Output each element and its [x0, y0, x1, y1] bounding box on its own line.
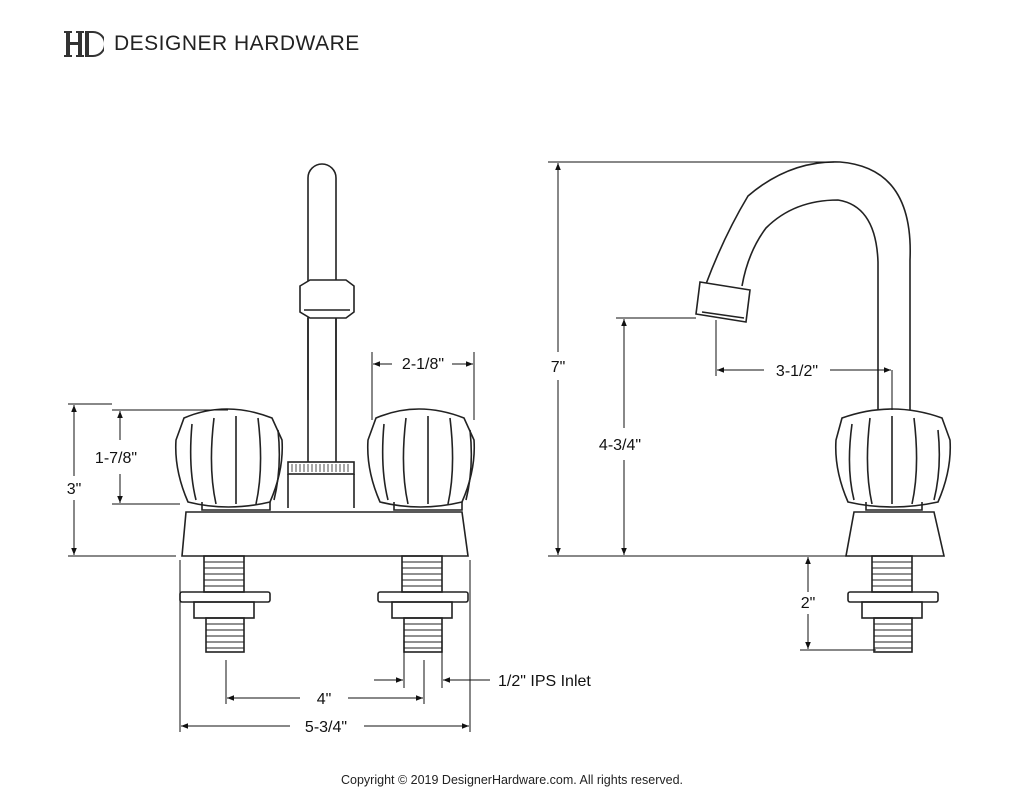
brand-name: DESIGNER HARDWARE: [114, 32, 360, 55]
side-dimension-labels: 7" 4-3/4" 3-1/2" 2": [551, 359, 818, 612]
dim-label-center-spread: 4": [317, 691, 332, 708]
side-spout-outer: [705, 161, 911, 410]
side-spout-inner: [741, 199, 879, 410]
front-base-plate: [181, 511, 469, 557]
front-spout-tube: [307, 163, 337, 400]
front-aerator: [299, 279, 355, 319]
side-aerator: [695, 281, 751, 323]
dh-monogram-logo: [64, 31, 104, 57]
front-dimension-labels: 2-1/8" 1-7/8" 3" 4" 5-3/4" 1/2" IPS Inle…: [67, 356, 592, 736]
dim-label-shank-length: 2": [801, 595, 816, 612]
side-view-faucet: [695, 161, 952, 653]
side-shank: [847, 555, 939, 653]
dim-label-handle-height: 1-7/8": [95, 450, 137, 467]
front-right-handle: [366, 408, 476, 511]
side-base-body: [845, 511, 946, 557]
dim-label-spout-height: 4-3/4": [599, 437, 641, 454]
front-knurled-collar: [287, 461, 355, 475]
dim-label-base-height: 3": [67, 481, 82, 498]
dim-label-handle-spacing: 2-1/8": [402, 356, 444, 373]
front-left-shank: [179, 555, 271, 653]
front-right-shank: [377, 555, 469, 653]
dim-label-spout-reach: 3-1/2": [776, 363, 818, 380]
dim-extension-2-1-8: [371, 352, 475, 420]
copyright-footer: Copyright © 2019 DesignerHardware.com. A…: [341, 773, 683, 787]
dim-label-total-height: 7": [551, 359, 566, 376]
dim-label-inlet: 1/2" IPS Inlet: [498, 673, 591, 690]
brand-header: DESIGNER HARDWARE: [64, 26, 360, 62]
dim-label-overall-width: 5-3/4": [305, 719, 347, 736]
front-left-handle: [174, 408, 284, 511]
side-handle: [834, 408, 952, 511]
front-view-faucet: [174, 163, 476, 653]
